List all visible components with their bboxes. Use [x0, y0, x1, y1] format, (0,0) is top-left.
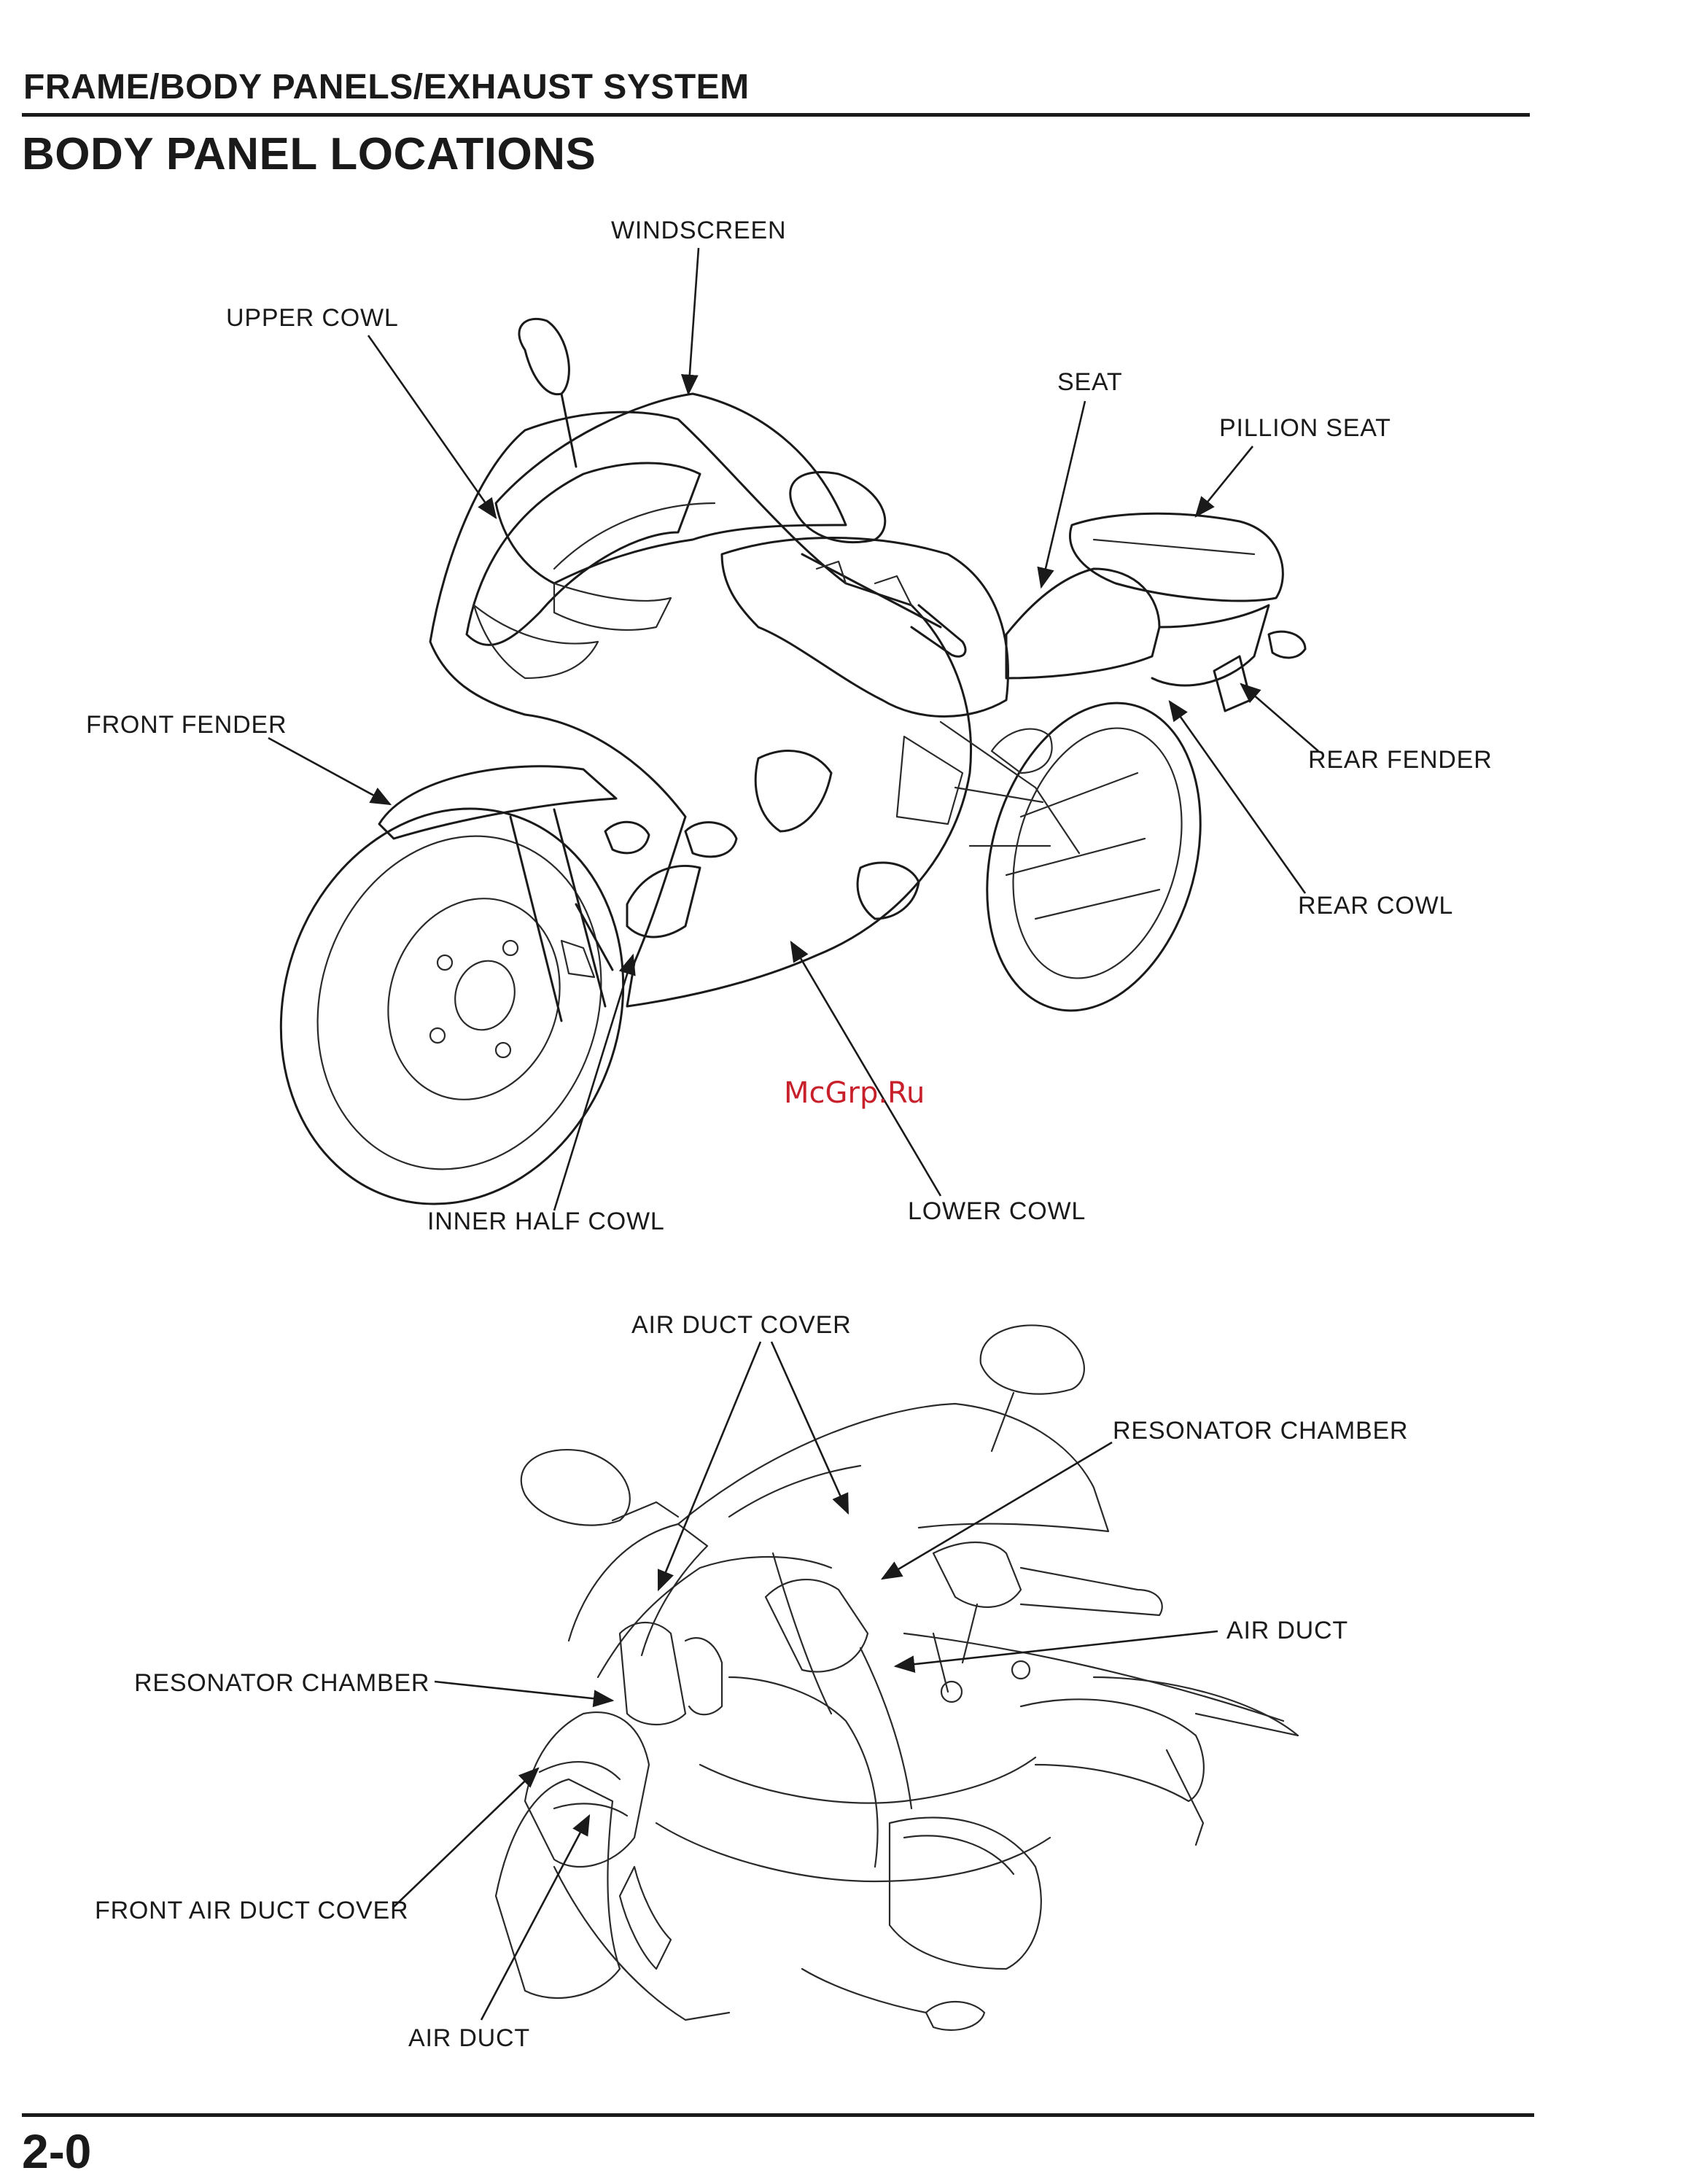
watermark: McGrp.Ru	[784, 1076, 925, 1110]
label-resonator-chamber-left: RESONATOR CHAMBER	[134, 1669, 429, 1697]
label-rear-fender: REAR FENDER	[1308, 746, 1493, 774]
motorcycle-illustration	[230, 319, 1305, 1248]
footer-rule	[22, 2113, 1534, 2117]
label-rear-cowl: REAR COWL	[1298, 892, 1453, 920]
page-number: 2-0	[22, 2123, 91, 2179]
label-front-fender: FRONT FENDER	[86, 711, 287, 739]
label-seat: SEAT	[1057, 368, 1122, 396]
label-inner-half-cowl: INNER HALF COWL	[427, 1208, 665, 1235]
label-air-duct-cover: AIR DUCT COVER	[631, 1311, 852, 1339]
label-air-duct-right: AIR DUCT	[1226, 1617, 1348, 1644]
label-upper-cowl: UPPER COWL	[226, 304, 399, 332]
figure1-leader-lines	[268, 248, 1318, 1210]
label-air-duct-bottom: AIR DUCT	[408, 2024, 530, 2052]
label-resonator-chamber-right: RESONATOR CHAMBER	[1113, 1417, 1408, 1445]
label-pillion-seat: PILLION SEAT	[1219, 414, 1391, 442]
label-windscreen: WINDSCREEN	[611, 217, 786, 244]
label-lower-cowl: LOWER COWL	[908, 1197, 1086, 1225]
label-front-air-duct-cover: FRONT AIR DUCT COVER	[95, 1897, 408, 1924]
